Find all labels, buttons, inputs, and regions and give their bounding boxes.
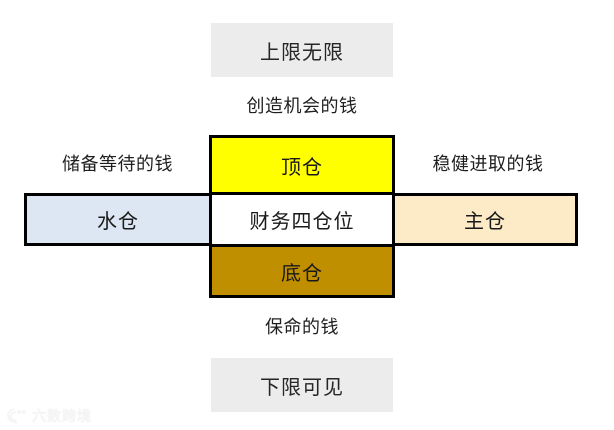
upper-note-label: 创造机会的钱 (246, 96, 358, 116)
watermark-text: 六数跨境 (32, 408, 92, 424)
lower-note: 保命的钱 (201, 313, 403, 339)
left-side-note: 储备等待的钱 (24, 149, 211, 177)
cell-left-label: 水仓 (97, 211, 139, 233)
cell-right-position[interactable]: 主仓 (393, 193, 578, 246)
watermark-logo-icon (7, 408, 26, 424)
upper-limit-label: 上限无限 (260, 41, 344, 64)
cell-center-title[interactable]: 财务四仓位 (209, 193, 395, 246)
upper-note: 创造机会的钱 (201, 92, 403, 118)
cell-center-label: 财务四仓位 (249, 211, 355, 233)
right-side-note: 稳健进取的钱 (393, 149, 583, 177)
cell-top-position[interactable]: 顶仓 (209, 135, 395, 194)
right-side-note-label: 稳健进取的钱 (432, 154, 544, 174)
upper-limit-box: 上限无限 (211, 23, 393, 77)
lower-limit-label: 下限可见 (260, 376, 344, 399)
cell-bottom-label: 底仓 (281, 262, 323, 285)
lower-limit-box: 下限可见 (211, 358, 393, 412)
left-side-note-label: 储备等待的钱 (62, 154, 173, 174)
lower-note-label: 保命的钱 (265, 317, 339, 337)
watermark: 六数跨境 (6, 406, 92, 426)
cell-right-label: 主仓 (464, 211, 506, 233)
cell-left-position[interactable]: 水仓 (24, 193, 211, 246)
cell-top-label: 顶仓 (281, 156, 323, 179)
cell-bottom-position[interactable]: 底仓 (209, 245, 395, 298)
